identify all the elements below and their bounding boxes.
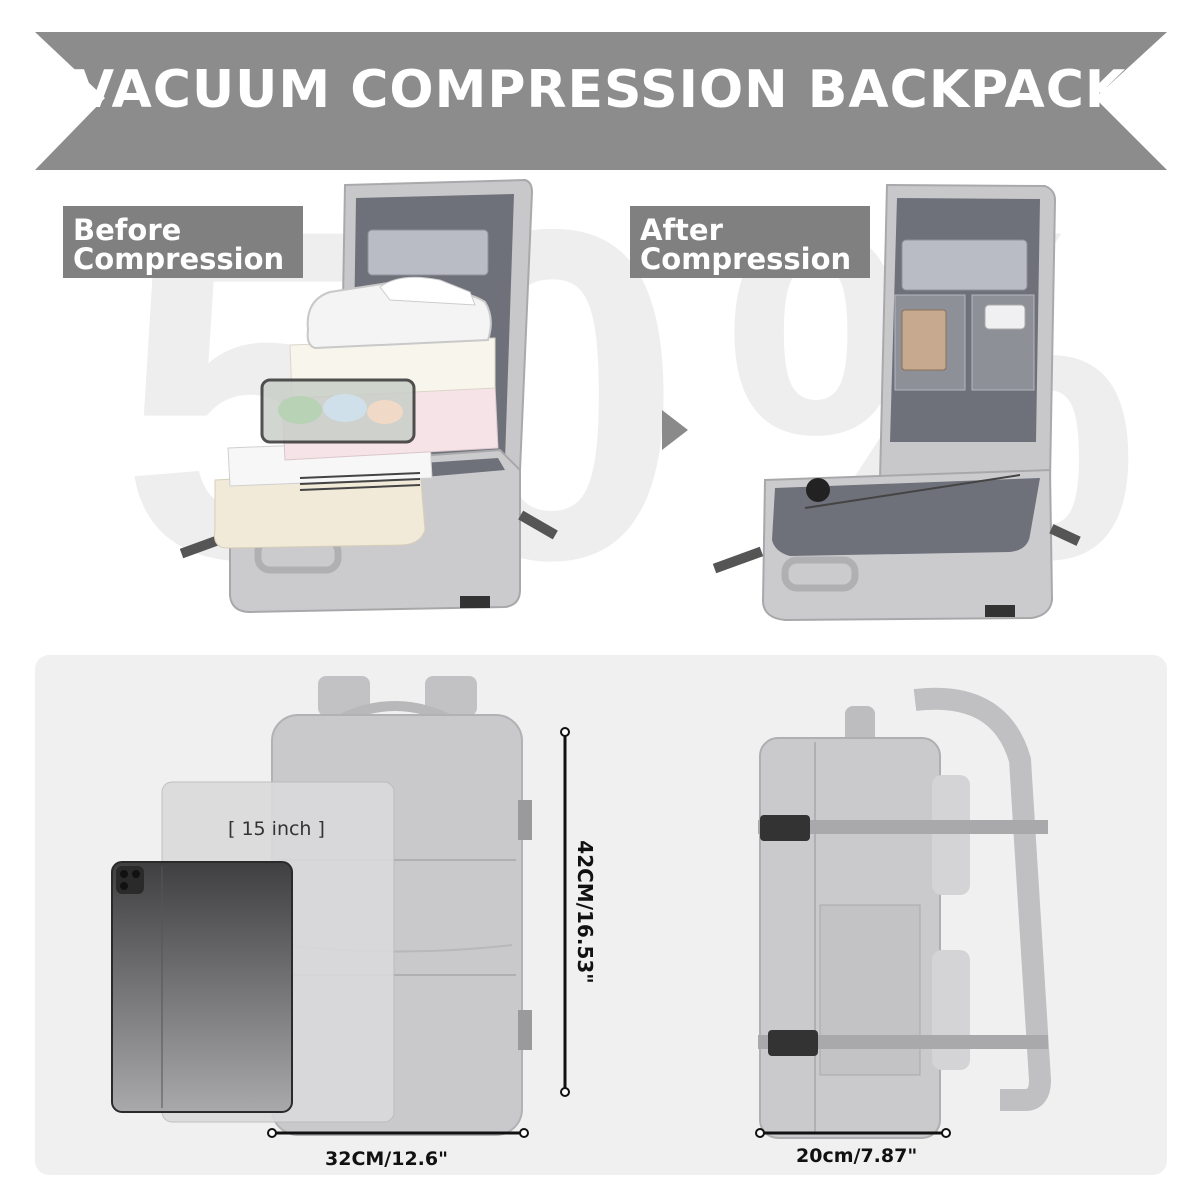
arrow-right-icon xyxy=(662,410,688,450)
height-dimension-text: 42CM/16.53" xyxy=(573,840,597,984)
depth-dimension-line xyxy=(755,1128,951,1138)
after-label-line2: Compression xyxy=(640,242,852,276)
banner-ribbon-shape xyxy=(35,32,1167,170)
banner-title: VACUUM COMPRESSION BACKPACK xyxy=(73,60,1127,120)
before-label-line2: Compression xyxy=(73,242,285,276)
comparison-illustrations xyxy=(179,178,1081,622)
width-dimension-text: 32CM/12.6" xyxy=(325,1148,449,1170)
tablet-illustration xyxy=(111,861,293,1113)
after-label-line1: After xyxy=(640,213,723,247)
before-backpack-illustration xyxy=(179,178,558,614)
before-label-line1: Before xyxy=(73,213,182,247)
laptop-size-label: [ 15 inch ] xyxy=(228,818,325,840)
depth-dimension-text: 20cm/7.87" xyxy=(796,1145,918,1167)
width-dimension-line xyxy=(267,1128,529,1138)
before-compression-label: Before Compression xyxy=(63,206,303,278)
title-banner xyxy=(35,32,1167,170)
after-backpack-illustration xyxy=(712,183,1081,622)
after-compression-label: After Compression xyxy=(630,206,870,278)
side-backpack-illustration xyxy=(758,687,1052,1139)
height-dimension-line xyxy=(560,727,570,1097)
